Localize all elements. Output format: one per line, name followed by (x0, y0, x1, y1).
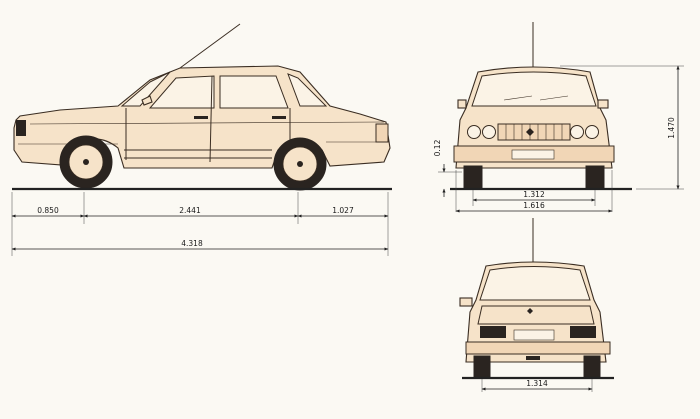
belt-line (29, 121, 385, 125)
rear-window (287, 73, 328, 107)
front-overhang-label: 0.850 (37, 206, 59, 215)
headlight-right-inner (570, 125, 584, 139)
rear-tyre-right (583, 355, 601, 379)
rear-plate (513, 329, 555, 341)
ground-clearance-label: 0.12 (433, 139, 442, 156)
front-tyre-right (585, 165, 605, 189)
rear-track-label: 1.314 (526, 379, 548, 388)
front-windshield (471, 71, 597, 107)
front-tyre-left (463, 165, 483, 189)
side-taillight (375, 123, 389, 143)
headlight-right-outer (585, 125, 599, 139)
side-mirror (141, 95, 153, 106)
windshield (120, 71, 171, 107)
wiper (503, 95, 569, 101)
rear-door-window (219, 75, 289, 109)
front-hub-cap (83, 159, 89, 165)
front-dimensions: 1.470 0.12 1.312 1.616 (433, 65, 684, 213)
rear-door-handle (272, 116, 286, 119)
antenna (179, 23, 241, 69)
front-mirror-left (457, 99, 467, 109)
taillight-left (480, 326, 506, 338)
front-track-label: 1.312 (523, 190, 545, 199)
rear-overhang-label: 1.027 (332, 206, 354, 215)
rear-bumper (465, 341, 611, 355)
overall-height-label: 1.470 (667, 117, 676, 139)
headlight-left-outer (467, 125, 481, 139)
rear-glass (479, 266, 591, 301)
side-headlight (16, 120, 26, 136)
overall-length-label: 4.318 (181, 239, 203, 248)
sill-line (124, 149, 272, 159)
rear-hub-cap (297, 161, 303, 167)
rear-tyre-left (473, 355, 491, 379)
trunk-emblem (527, 308, 533, 314)
front-door-window (148, 75, 215, 109)
taillight-right (570, 326, 596, 338)
wheelbase-label: 2.441 (179, 206, 201, 215)
exhaust (526, 356, 540, 360)
headlight-left-inner (482, 125, 496, 139)
side-dimensions: 0.850 2.441 1.027 4.318 (11, 192, 389, 256)
rear-mirror (459, 297, 473, 307)
rear-dimensions: 1.314 (481, 379, 593, 392)
rear-view (459, 218, 614, 380)
overall-width-label: 1.616 (523, 201, 545, 210)
front-door-handle (194, 116, 208, 119)
front-logo (526, 128, 534, 136)
front-mirror-right (597, 99, 609, 109)
front-plate (511, 149, 555, 160)
side-view (12, 23, 392, 191)
front-view (450, 22, 632, 191)
trunk-lid (477, 305, 595, 325)
